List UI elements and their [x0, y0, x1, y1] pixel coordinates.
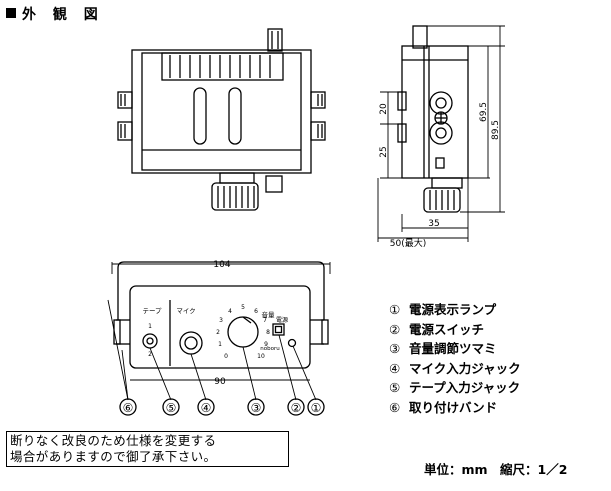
volume-knob	[227, 316, 259, 348]
dim-89-5: 89.5	[491, 120, 501, 140]
mic-jack	[179, 331, 203, 355]
dim-90: 90	[214, 377, 226, 387]
callout-4: ④	[201, 401, 212, 415]
power-label: 電源	[276, 316, 288, 324]
dial-3: 3	[219, 317, 223, 324]
top-screw-right-lower	[310, 121, 326, 141]
callout-circle-1	[307, 398, 325, 416]
dial-1: 1	[218, 341, 222, 348]
top-screw-right-upper	[310, 91, 326, 109]
volume-label: 音量	[262, 310, 276, 319]
front-band	[117, 261, 325, 320]
top-knob	[211, 182, 259, 211]
front-view	[107, 261, 331, 416]
top-switch-stub	[267, 28, 283, 52]
heading-square-bullet	[6, 8, 16, 18]
dim-50-max: 50(最大)	[390, 237, 426, 249]
brand-label: noboru	[260, 346, 279, 352]
callout-6: ⑥	[123, 401, 134, 415]
tape-jack	[142, 333, 158, 349]
dial-2: 2	[216, 329, 220, 336]
top-lamp-block	[265, 175, 283, 193]
top-screw-left-lower	[117, 121, 133, 141]
dial-0: 0	[224, 353, 228, 360]
spec-change-notice: 断りなく改良のため仕様を変更する 場合がありますので御了承下さい。	[6, 431, 289, 467]
power-switch	[272, 323, 285, 336]
top-screw-left-upper	[117, 91, 133, 109]
dial-7: 7	[263, 317, 267, 324]
dial-8: 8	[266, 329, 270, 336]
dial-4: 4	[228, 308, 232, 315]
power-lamp	[287, 338, 297, 348]
side-knob	[423, 187, 461, 213]
notice-line-1: 断りなく改良のため仕様を変更する	[10, 433, 217, 448]
tape-ch1: 1	[148, 323, 152, 330]
side-switch-stub	[412, 25, 428, 49]
callout-circle-5	[162, 398, 180, 416]
top-body	[141, 52, 302, 171]
dim-35: 35	[428, 219, 439, 229]
callout-circle-6	[119, 398, 137, 416]
figure-heading: 外 観 図	[6, 4, 104, 24]
callout-3: ③	[251, 401, 262, 415]
callout-circle-2	[287, 398, 305, 416]
callout-circle-3	[247, 398, 265, 416]
front-body	[129, 285, 311, 369]
band-slot-left	[193, 87, 207, 145]
dial-5: 5	[241, 304, 245, 311]
tape-ch2: 2	[148, 351, 152, 358]
mic-label: マイク	[176, 307, 195, 315]
side-screw-upper	[429, 91, 453, 115]
side-view	[377, 25, 505, 242]
top-band	[131, 49, 312, 174]
tape-label: テープ	[142, 307, 162, 315]
band-slot-right	[228, 87, 242, 145]
dial-10: 10	[257, 353, 265, 360]
heading-text: 外 観 図	[22, 7, 104, 23]
dim-20: 20	[379, 103, 389, 115]
top-view	[117, 28, 326, 211]
side-screw-lower	[429, 121, 453, 145]
callout-1: ①	[311, 401, 322, 415]
dim-69-5: 69.5	[479, 102, 489, 122]
unit-scale-note: 単位：mm 縮尺：1／2	[424, 462, 568, 477]
notice-line-2: 場合がありますので御了承下さい。	[10, 449, 217, 464]
dial-9: 9	[264, 341, 268, 348]
callout-5: ⑤	[166, 401, 177, 415]
callout-2: ②	[291, 401, 302, 415]
callout-circle-4	[197, 398, 215, 416]
dial-6: 6	[254, 308, 258, 315]
dim-104: 104	[213, 260, 230, 270]
dim-25: 25	[379, 146, 389, 157]
